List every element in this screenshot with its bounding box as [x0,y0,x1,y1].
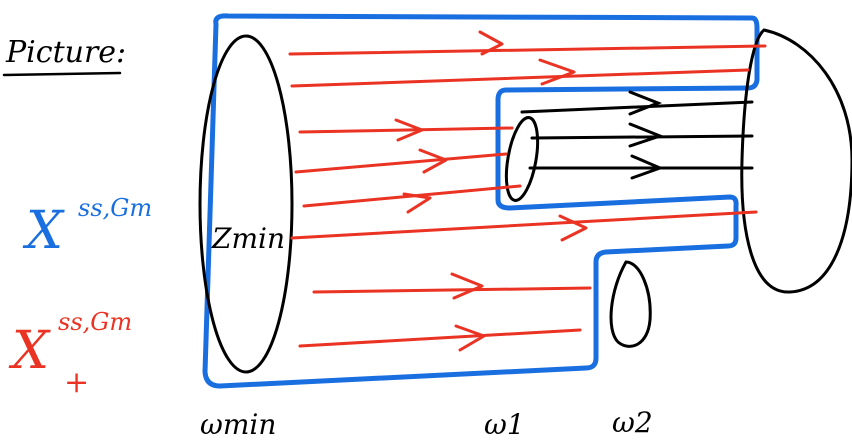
legend-blue-sup: ss,Gm [78,194,152,222]
z-min-label: Zmin [211,222,285,255]
red-line-1 [288,44,767,56]
black-line-2 [530,134,754,140]
black-arrowhead-2 [628,122,665,148]
red-arrowhead-5 [402,192,432,214]
w-min-label: ωmin [200,408,276,441]
legend-red-base: X [8,321,51,381]
legend-red-sup: ss,Gm [58,308,132,336]
legend-blue: X ss,Gm [22,194,152,261]
red-arrowhead-2 [538,58,576,86]
red-arrowhead-6 [558,214,588,242]
red-line-8 [298,328,582,348]
w1-oval [504,116,540,202]
red-line-3 [298,126,514,134]
heading-underline [2,71,122,77]
black-flow-lines [520,90,754,180]
black-arrowhead-3 [630,154,665,180]
w1-label: ω1 [484,408,525,441]
legend-blue-base: X [22,201,65,261]
red-arrowhead-3 [394,118,424,142]
w2-oval [609,260,652,348]
red-arrowhead-8 [454,324,486,352]
legend-red: X ss,Gm + [8,308,132,400]
red-line-6 [290,210,758,240]
red-line-4 [294,152,508,174]
black-line-1 [520,100,754,114]
w2-label: ω2 [612,406,653,439]
red-arrowhead-4 [418,148,448,174]
red-line-2 [290,68,750,88]
red-arrowhead-1 [478,30,504,56]
blue-region-outline [202,13,760,389]
right-cap-oval [740,28,852,294]
black-arrowhead-1 [628,90,663,116]
red-flow-lines [288,30,767,352]
z-min-oval [198,34,294,374]
legend-red-sub: + [64,365,89,400]
red-line-7 [312,286,592,294]
red-arrowhead-7 [450,272,484,300]
heading-text: Picture: [5,35,126,70]
